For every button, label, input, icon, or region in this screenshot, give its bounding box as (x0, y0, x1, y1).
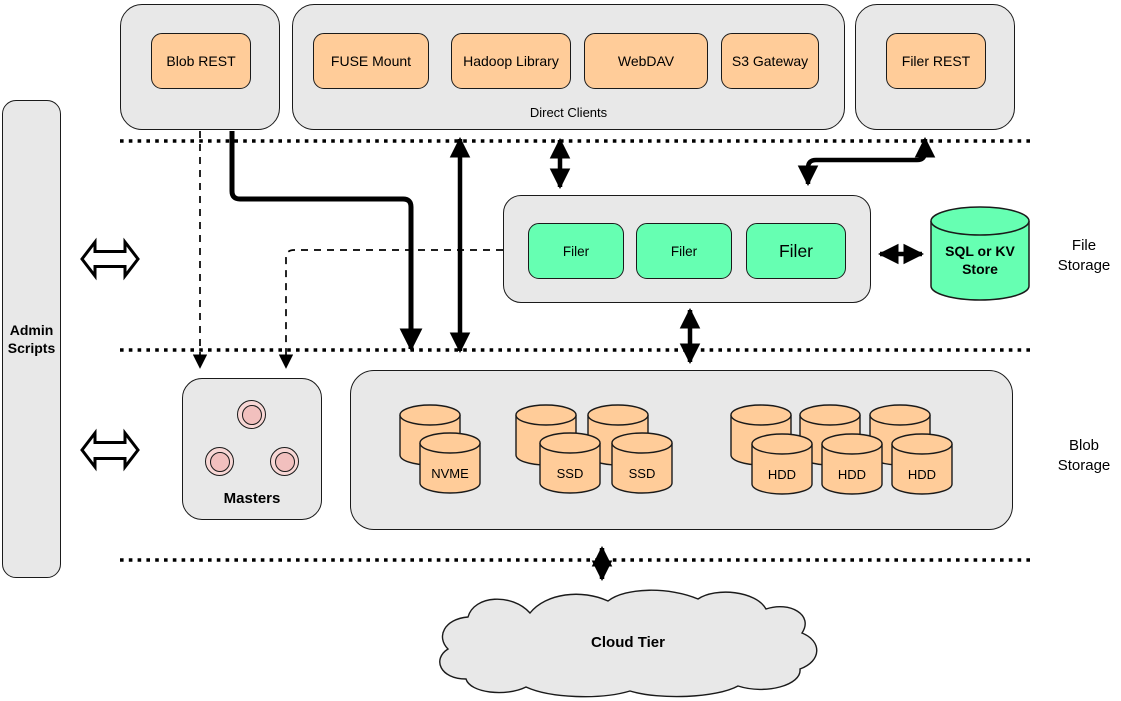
blob-storage-tier-label: Blob Storage (1057, 437, 1111, 474)
filer-node: Filer (636, 223, 732, 279)
hdd-volume-cylinder: HDD (821, 433, 883, 495)
file-storage-tier-label: File Storage (1057, 237, 1111, 274)
filer-rest-label: Filer REST (901, 53, 971, 69)
master-node-circle (205, 447, 234, 476)
master-node-circle (237, 400, 266, 429)
hadoop-library-label: Hadoop Library (463, 53, 559, 69)
masters-cluster: Masters (182, 378, 322, 520)
ssd-label: SSD (628, 466, 656, 481)
connector-blobrest-to-volumes (229, 131, 423, 352)
admin-bidirectional-arrow-icon (80, 428, 140, 472)
cloud-tier-label: Cloud Tier (591, 633, 665, 651)
fuse-mount-node: FUSE Mount (313, 33, 429, 89)
fuse-mount-label: FUSE Mount (330, 53, 412, 69)
admin-scripts-label: Admin Scripts (7, 321, 56, 356)
hdd-volume-cylinder: HDD (891, 433, 953, 495)
hadoop-library-node: Hadoop Library (451, 33, 571, 89)
filer-label: Filer (670, 243, 698, 259)
admin-scripts-panel: Admin Scripts (2, 100, 61, 578)
filer-node: Filer (746, 223, 846, 279)
masters-label: Masters (223, 490, 281, 507)
cloud-icon (439, 589, 818, 698)
sql-kv-store-cylinder: SQL or KV Store (930, 206, 1030, 302)
master-node-inner-circle (274, 451, 295, 472)
filer-rest-cluster: Filer REST (855, 4, 1015, 130)
master-node-circle (270, 447, 299, 476)
blob-rest-label: Blob REST (166, 53, 236, 69)
hdd-label: HDD (837, 467, 867, 482)
ssd-volume-cylinder: SSD (539, 432, 601, 494)
nvme-label: NVME (431, 466, 469, 481)
webdav-label: WebDAV (617, 53, 675, 69)
nvme-volume-cylinder: NVME (419, 432, 481, 494)
admin-bidirectional-arrow-icon (80, 237, 140, 281)
hdd-volume-cylinder: HDD (751, 433, 813, 495)
connector-filers-to-masters (278, 249, 503, 369)
filer-label: Filer (778, 240, 814, 261)
direct-clients-label: Direct Clients (529, 105, 608, 120)
filer-node: Filer (528, 223, 624, 279)
sql-kv-store-label: SQL or KV Store (945, 243, 1015, 277)
hdd-label: HDD (907, 467, 937, 482)
ssd-label: SSD (556, 466, 584, 481)
hdd-label: HDD (767, 467, 797, 482)
master-node-inner-circle (209, 451, 230, 472)
connector-filerrest-to-filers (797, 136, 936, 187)
database-cylinder-icon (930, 206, 1030, 301)
ssd-volume-cylinder: SSD (611, 432, 673, 494)
webdav-node: WebDAV (584, 33, 708, 89)
filer-cluster: Filer Filer Filer (503, 195, 871, 303)
direct-clients-cluster: FUSE Mount Hadoop Library WebDAV S3 Gate… (292, 4, 845, 130)
blob-rest-cluster: Blob REST (120, 4, 280, 130)
s3-gateway-node: S3 Gateway (721, 33, 819, 89)
master-node-inner-circle (241, 404, 262, 425)
cloud-tier-shape: Cloud Tier (430, 585, 826, 699)
filer-rest-node: Filer REST (886, 33, 986, 89)
s3-gateway-label: S3 Gateway (731, 53, 809, 69)
filer-label: Filer (562, 243, 590, 259)
blob-rest-node: Blob REST (151, 33, 251, 89)
